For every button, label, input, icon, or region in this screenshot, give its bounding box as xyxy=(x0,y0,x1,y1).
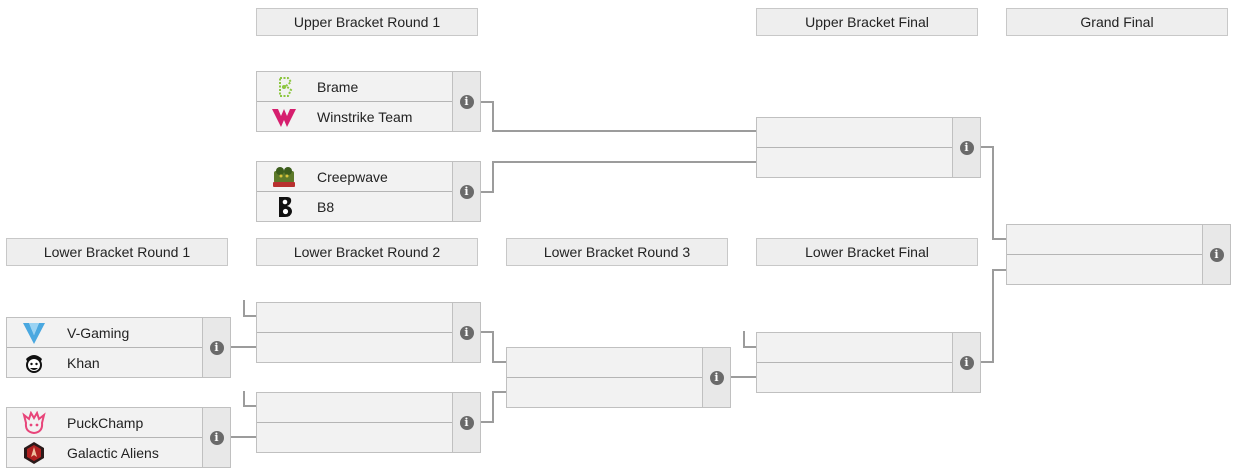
winstrike-logo-icon xyxy=(272,109,296,127)
v-gaming-logo-icon xyxy=(23,323,45,344)
info-icon: i xyxy=(1209,247,1224,262)
team-name: V-Gaming xyxy=(67,325,130,341)
team-slot-empty[interactable] xyxy=(507,348,702,378)
info-icon: i xyxy=(459,415,474,430)
galactic-aliens-logo-icon xyxy=(24,442,44,464)
team-name: Khan xyxy=(67,355,100,371)
match-lower-round-2-1[interactable]: i xyxy=(256,302,481,363)
info-icon: i xyxy=(209,340,224,355)
header-lower-bracket-final: Lower Bracket Final xyxy=(756,238,978,266)
info-icon: i xyxy=(209,430,224,445)
match-info-button[interactable]: i xyxy=(202,408,230,467)
match-info-button[interactable]: i xyxy=(452,162,480,221)
team-name: Winstrike Team xyxy=(317,109,413,125)
header-lower-bracket-round-2: Lower Bracket Round 2 xyxy=(256,238,478,266)
creepwave-logo-icon xyxy=(273,167,295,187)
team-slot-empty[interactable] xyxy=(757,148,952,178)
header-lower-bracket-round-3: Lower Bracket Round 3 xyxy=(506,238,728,266)
match-info-button[interactable]: i xyxy=(452,393,480,452)
match-lower-bracket-final[interactable]: i xyxy=(756,332,981,393)
match-upper-bracket-final[interactable]: i xyxy=(756,117,981,178)
team-slot-empty[interactable] xyxy=(757,333,952,363)
team-slot[interactable]: Winstrike Team xyxy=(257,102,452,132)
match-lower-round-1-1[interactable]: V-Gaming Khan i xyxy=(6,317,231,378)
match-info-button[interactable]: i xyxy=(952,118,980,177)
match-info-button[interactable]: i xyxy=(702,348,730,407)
team-name: PuckChamp xyxy=(67,415,144,431)
team-slot[interactable]: Galactic Aliens xyxy=(7,438,202,468)
header-upper-bracket-final: Upper Bracket Final xyxy=(756,8,978,36)
team-slot[interactable]: Brame xyxy=(257,72,452,102)
team-name: B8 xyxy=(317,199,335,215)
match-info-button[interactable]: i xyxy=(452,303,480,362)
info-icon: i xyxy=(709,370,724,385)
match-info-button[interactable]: i xyxy=(952,333,980,392)
team-slot[interactable]: B8 xyxy=(257,192,452,222)
team-slot-empty[interactable] xyxy=(257,303,452,333)
team-slot[interactable]: Creepwave xyxy=(257,162,452,192)
match-upper-round-1-1[interactable]: Brame Winstrike Team i xyxy=(256,71,481,132)
match-grand-final[interactable]: i xyxy=(1006,224,1231,285)
match-upper-round-1-2[interactable]: Creepwave B8 i xyxy=(256,161,481,222)
info-icon: i xyxy=(959,355,974,370)
header-upper-bracket-round-1: Upper Bracket Round 1 xyxy=(256,8,478,36)
header-lower-bracket-round-1: Lower Bracket Round 1 xyxy=(6,238,228,266)
info-icon: i xyxy=(959,140,974,155)
team-slot[interactable]: V-Gaming xyxy=(7,318,202,348)
match-info-button[interactable]: i xyxy=(1202,225,1230,284)
team-slot-empty[interactable] xyxy=(757,363,952,393)
team-name: Creepwave xyxy=(317,169,388,185)
match-info-button[interactable]: i xyxy=(452,72,480,131)
info-icon: i xyxy=(459,325,474,340)
team-slot-empty[interactable] xyxy=(507,378,702,408)
team-slot-empty[interactable] xyxy=(757,118,952,148)
info-icon: i xyxy=(459,94,474,109)
team-slot-empty[interactable] xyxy=(257,393,452,423)
team-slot-empty[interactable] xyxy=(1007,255,1202,285)
match-lower-round-2-2[interactable]: i xyxy=(256,392,481,453)
team-name: Galactic Aliens xyxy=(67,445,159,461)
header-grand-final: Grand Final xyxy=(1006,8,1228,36)
team-slot[interactable]: Khan xyxy=(7,348,202,378)
khan-logo-icon xyxy=(26,355,42,373)
b8-logo-icon xyxy=(279,197,292,217)
match-lower-round-3[interactable]: i xyxy=(506,347,731,408)
puckchamp-logo-icon xyxy=(22,411,46,435)
team-slot-empty[interactable] xyxy=(257,423,452,453)
team-name: Brame xyxy=(317,79,359,95)
team-slot-empty[interactable] xyxy=(257,333,452,363)
brame-logo-icon xyxy=(279,77,293,97)
info-icon: i xyxy=(459,184,474,199)
team-slot[interactable]: PuckChamp xyxy=(7,408,202,438)
match-info-button[interactable]: i xyxy=(202,318,230,377)
team-slot-empty[interactable] xyxy=(1007,225,1202,255)
match-lower-round-1-2[interactable]: PuckChamp Galactic Aliens i xyxy=(6,407,231,468)
